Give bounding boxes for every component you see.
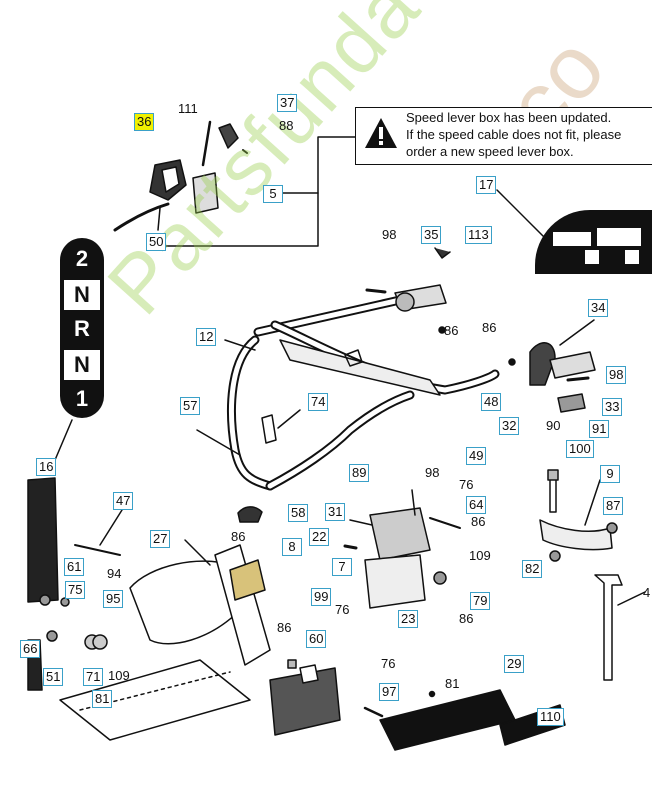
- part-label-66[interactable]: 66: [20, 640, 41, 658]
- part-label-60[interactable]: 60: [306, 630, 327, 648]
- part-label-86-e[interactable]: 86: [459, 611, 474, 626]
- part-label-95[interactable]: 95: [103, 590, 124, 608]
- part-label-61[interactable]: 61: [64, 558, 85, 576]
- part-label-23[interactable]: 23: [398, 610, 419, 628]
- part-label-35[interactable]: 35: [421, 226, 442, 244]
- part-label-7[interactable]: 7: [332, 558, 352, 576]
- notice-line-3: order a new speed lever box.: [406, 144, 574, 159]
- part-label-4[interactable]: 4: [643, 585, 651, 600]
- part-label-99[interactable]: 99: [311, 588, 332, 606]
- part-label-91[interactable]: 91: [589, 420, 610, 438]
- part-label-87[interactable]: 87: [603, 497, 624, 515]
- part-label-16[interactable]: 16: [36, 458, 57, 476]
- part-label-81-a[interactable]: 81: [92, 690, 113, 708]
- gear-1: 1: [75, 386, 89, 411]
- part-label-111[interactable]: 111: [178, 101, 198, 116]
- part-label-36[interactable]: 36: [134, 113, 155, 131]
- part-label-57[interactable]: 57: [180, 397, 201, 415]
- part-label-86-b[interactable]: 86: [482, 320, 497, 335]
- part-label-94[interactable]: 94: [107, 566, 122, 581]
- part-label-97[interactable]: 97: [379, 683, 400, 701]
- part-label-100[interactable]: 100: [566, 440, 594, 458]
- part-label-86-f[interactable]: 86: [277, 620, 292, 635]
- notice-line-1: Speed lever box has been updated.: [406, 110, 612, 125]
- part-label-76-b[interactable]: 76: [335, 602, 350, 617]
- part-label-49[interactable]: 49: [466, 447, 487, 465]
- part-label-22[interactable]: 22: [309, 528, 330, 546]
- part-label-5[interactable]: 5: [263, 185, 283, 203]
- part-label-82[interactable]: 82: [522, 560, 543, 578]
- part-label-76-a[interactable]: 76: [459, 477, 474, 492]
- part-label-58[interactable]: 58: [288, 504, 309, 522]
- gear-2: 2: [75, 246, 89, 271]
- part-label-37[interactable]: 37: [277, 94, 298, 112]
- part-label-98-a[interactable]: 98: [382, 227, 397, 242]
- part-label-88[interactable]: 88: [279, 118, 294, 133]
- part-label-110[interactable]: 110: [537, 708, 564, 726]
- part-label-86-c[interactable]: 86: [471, 514, 486, 529]
- part-label-34[interactable]: 34: [588, 299, 609, 317]
- part-label-32[interactable]: 32: [499, 417, 520, 435]
- part-label-64[interactable]: 64: [466, 496, 487, 514]
- gear-indicator: 2 N R N 1: [60, 238, 104, 418]
- part-label-98-c[interactable]: 98: [425, 465, 440, 480]
- part-label-98-b[interactable]: 98: [606, 366, 627, 384]
- part-label-50[interactable]: 50: [146, 233, 167, 251]
- tiller-symbol-icon: [553, 228, 641, 264]
- part-label-109-b[interactable]: 109: [108, 668, 130, 683]
- part-label-75[interactable]: 75: [65, 581, 86, 599]
- part-label-9[interactable]: 9: [600, 465, 620, 483]
- update-notice: Speed lever box has been updated. If the…: [355, 107, 652, 165]
- gear-reverse: R: [74, 316, 90, 341]
- part-label-8[interactable]: 8: [282, 538, 302, 556]
- part-label-51[interactable]: 51: [43, 668, 64, 686]
- part-label-90[interactable]: 90: [546, 418, 561, 433]
- notice-line-2: If the speed cable does not fit, please: [406, 127, 622, 142]
- part-label-17[interactable]: 17: [476, 176, 497, 194]
- part-label-31[interactable]: 31: [325, 503, 346, 521]
- gear-neutral-1: N: [64, 280, 100, 310]
- part-label-86-d[interactable]: 86: [231, 529, 246, 544]
- part-label-76-c[interactable]: 76: [381, 656, 396, 671]
- part-label-109-a[interactable]: 109: [469, 548, 491, 563]
- part-label-29[interactable]: 29: [504, 655, 525, 673]
- part-label-74[interactable]: 74: [308, 393, 329, 411]
- warning-icon: [365, 118, 397, 148]
- part-label-33[interactable]: 33: [602, 398, 623, 416]
- part-label-27[interactable]: 27: [150, 530, 171, 548]
- part-label-48[interactable]: 48: [481, 393, 502, 411]
- part-label-71[interactable]: 71: [83, 668, 104, 686]
- part-label-12[interactable]: 12: [196, 328, 217, 346]
- part-label-47[interactable]: 47: [113, 492, 134, 510]
- part-label-79[interactable]: 79: [470, 592, 491, 610]
- part-label-113[interactable]: 113: [465, 226, 492, 244]
- part-label-86-a[interactable]: 86: [444, 323, 459, 338]
- gear-neutral-2: N: [64, 350, 100, 380]
- part-label-81-b[interactable]: 81: [445, 676, 460, 691]
- part-label-89[interactable]: 89: [349, 464, 370, 482]
